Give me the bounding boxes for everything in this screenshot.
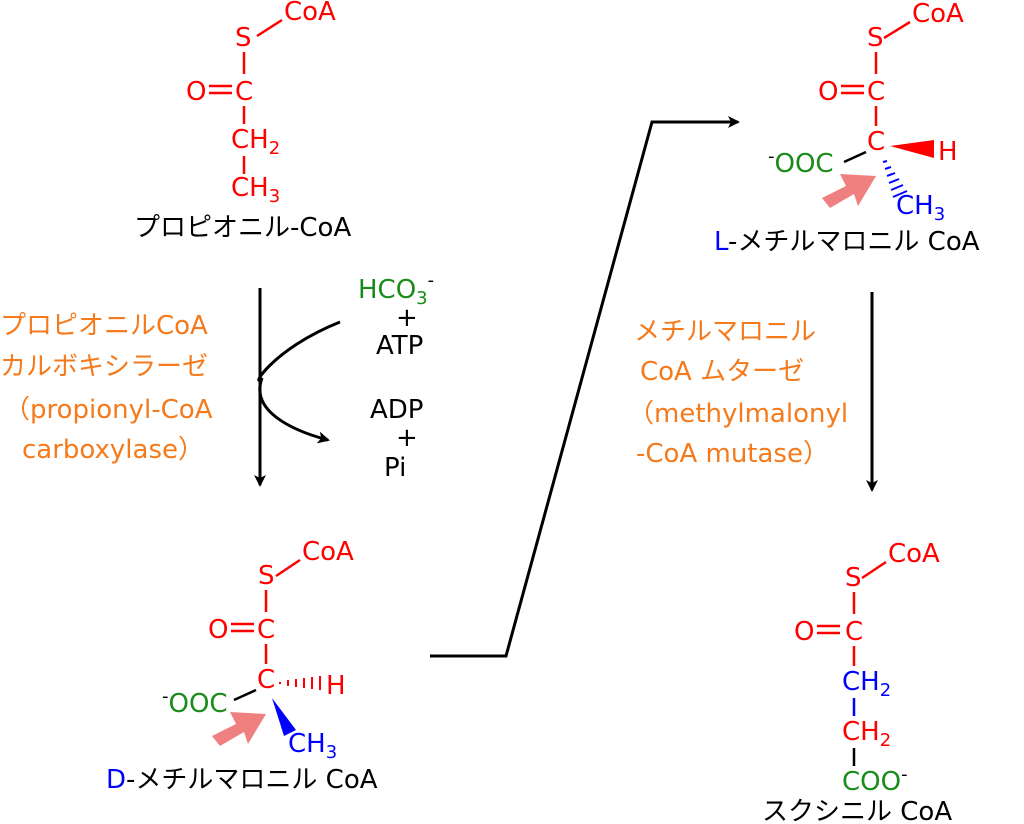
enzyme1-line1: プロピオニルCoA [0, 311, 208, 341]
sulfur-label: S [258, 561, 275, 591]
c-ooc-bond [843, 150, 867, 164]
chiral-carbon-label: C [867, 127, 885, 157]
enzyme1-line3: （propionyl-CoA [4, 395, 213, 425]
atp-label: ATP [376, 331, 423, 361]
c-ooc-bond [233, 688, 257, 702]
plus-1: + [396, 303, 418, 333]
oxygen-label: O [186, 77, 206, 107]
ooc-label: -OOC [162, 686, 228, 719]
enzyme2-line1: メチルマロニル [634, 317, 816, 347]
plus-2: + [396, 423, 418, 453]
reaction-1: プロピオニルCoA カルボキシラーゼ （propionyl-CoA carbox… [0, 270, 434, 487]
oxygen-label: O [818, 77, 838, 107]
reaction-2: メチルマロニル CoA ムターゼ （methylmalonyl -CoA mut… [628, 292, 878, 492]
coa-label: CoA [284, 0, 336, 27]
sulfur-label: S [867, 23, 884, 53]
carbonyl-carbon-label: C [845, 617, 863, 647]
enzyme1-line4: carboxylase） [22, 435, 204, 465]
coa-label: CoA [888, 539, 940, 569]
enzyme1-line2: カルボキシラーゼ [0, 352, 208, 382]
propionyl-coa-structure: CoA S O C CH2 CH3 プロピオニル-CoA [134, 0, 351, 243]
hashed-bond-ch3 [882, 160, 908, 198]
s-coa-bond [883, 20, 911, 40]
enzyme2-line3: （methylmalonyl [628, 399, 848, 429]
ch3-label: CH3 [896, 191, 945, 225]
adp-label: ADP [370, 395, 424, 425]
carbonyl-carbon-label: C [257, 615, 275, 645]
l-methylmalonyl-name: L-メチルマロニル CoA [714, 227, 980, 257]
carbonyl-carbon-label: C [235, 77, 253, 107]
succinyl-coa-name: スクシニル CoA [762, 797, 952, 824]
ch2a-label: CH2 [842, 667, 891, 701]
ch2b-label: CH2 [842, 717, 891, 751]
sulfur-label: S [845, 563, 862, 593]
coa-label: CoA [912, 0, 964, 29]
coo-label: COO- [842, 764, 908, 797]
enzyme2-line2: CoA ムターゼ [640, 357, 804, 387]
ooc-label: -OOC [768, 146, 834, 179]
l-methylmalonyl-coa-structure: CoA S O C C H -OOC CH3 L-メチルマロニル CoA [714, 0, 980, 257]
carbonyl-carbon-label: C [867, 77, 885, 107]
reaction1-curved-arrow [257, 320, 341, 444]
sulfur-label: S [235, 23, 252, 53]
wedge-bond-ch3 [272, 698, 296, 736]
d-methylmalonyl-coa-structure: CoA S O C C H -OOC CH3 D-メチルマロニル CoA [106, 537, 378, 795]
highlight-arrow-icon [212, 712, 266, 746]
hco3-label: HCO3- [358, 270, 434, 309]
s-coa-bond [275, 558, 301, 578]
coa-label: CoA [302, 537, 354, 567]
s-coa-bond [861, 560, 887, 580]
succinyl-coa-structure: CoA S O C CH2 CH2 COO- スクシニル CoA [762, 539, 952, 824]
ch3-label: CH3 [231, 173, 280, 207]
hydrogen-label: H [938, 137, 958, 167]
wedge-bond-h [890, 140, 934, 158]
hydrogen-label: H [326, 671, 346, 701]
propionyl-coa-name: プロピオニル-CoA [134, 213, 351, 243]
chiral-carbon-label: C [257, 665, 275, 695]
d-methylmalonyl-name: D-メチルマロニル CoA [106, 765, 378, 795]
s-coa-bond [256, 18, 283, 38]
highlight-arrow-icon [822, 174, 876, 208]
ch2-label: CH2 [231, 125, 280, 159]
ch3-label: CH3 [288, 729, 337, 763]
connector-arrow [430, 116, 740, 658]
oxygen-label: O [794, 617, 814, 647]
oxygen-label: O [208, 615, 228, 645]
enzyme2-line4: -CoA mutase） [636, 439, 829, 469]
pi-label: Pi [384, 453, 406, 483]
hashed-bond-h [279, 676, 321, 690]
